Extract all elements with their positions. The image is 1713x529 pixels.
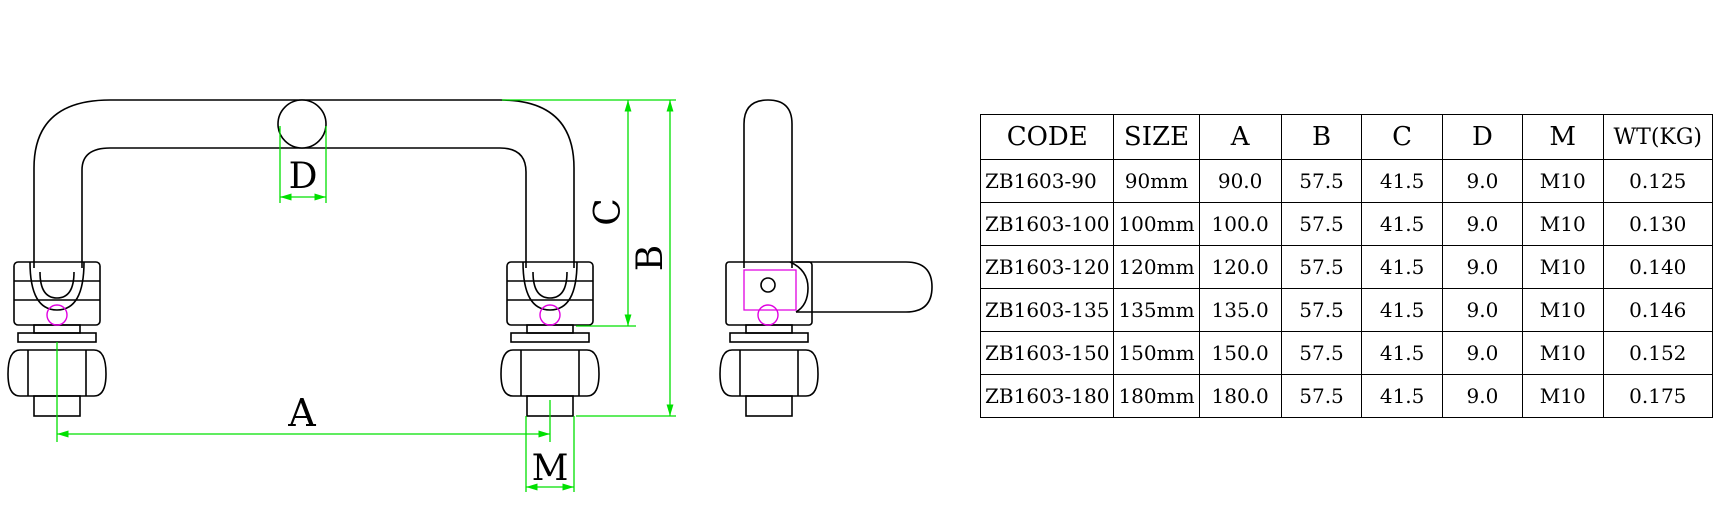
cell-m: M10 — [1521, 374, 1604, 418]
header-code: CODE — [979, 114, 1115, 160]
cell-c: 41.5 — [1361, 202, 1443, 246]
cell-c: 41.5 — [1361, 288, 1443, 332]
cell-d: 9.0 — [1441, 331, 1523, 375]
right-hidden-pin — [539, 304, 561, 326]
cell-m: M10 — [1521, 331, 1604, 375]
cell-size: 135mm — [1113, 288, 1200, 332]
cell-b: 57.5 — [1280, 374, 1363, 418]
cell-weight: 0.125 — [1602, 159, 1713, 203]
cell-size: 100mm — [1113, 202, 1200, 246]
side-view — [719, 99, 933, 417]
front-view — [7, 99, 600, 417]
bar-section-circle — [277, 99, 327, 149]
cell-b: 57.5 — [1280, 288, 1363, 332]
cell-b: 57.5 — [1280, 245, 1363, 289]
dimension-lines — [56, 99, 676, 492]
header-a: A — [1198, 114, 1282, 160]
cell-code: ZB1603-90 — [979, 159, 1115, 203]
cell-size: 150mm — [1113, 331, 1200, 375]
right-foot — [500, 261, 600, 417]
cell-size: 180mm — [1113, 374, 1200, 418]
header-m: M — [1521, 114, 1604, 160]
technical-drawing: D C B A M — [7, 99, 933, 492]
side-hidden-pin — [757, 304, 779, 326]
cell-m: M10 — [1521, 159, 1604, 203]
cell-a: 180.0 — [1198, 374, 1282, 418]
header-b: B — [1280, 114, 1363, 160]
cell-code: ZB1603-120 — [979, 245, 1115, 289]
left-hidden-pin — [46, 304, 68, 326]
cell-m: M10 — [1521, 245, 1604, 289]
cell-weight: 0.130 — [1602, 202, 1713, 246]
cell-c: 41.5 — [1361, 331, 1443, 375]
dim-label-c: C — [588, 198, 629, 226]
cell-c: 41.5 — [1361, 374, 1443, 418]
cell-a: 150.0 — [1198, 331, 1282, 375]
cell-c: 41.5 — [1361, 159, 1443, 203]
dim-label-a: A — [287, 391, 316, 435]
cell-d: 9.0 — [1441, 245, 1523, 289]
cell-c: 41.5 — [1361, 245, 1443, 289]
table-row: ZB1603-100 100mm 100.0 57.5 41.5 9.0 M10… — [979, 202, 1713, 246]
cell-weight: 0.175 — [1602, 374, 1713, 418]
side-hidden-outline — [743, 269, 797, 311]
cell-a: 100.0 — [1198, 202, 1282, 246]
cell-m: M10 — [1521, 202, 1604, 246]
table-row: ZB1603-120 120mm 120.0 57.5 41.5 9.0 M10… — [979, 245, 1713, 289]
cell-d: 9.0 — [1441, 159, 1523, 203]
cell-a: 90.0 — [1198, 159, 1282, 203]
cell-code: ZB1603-135 — [979, 288, 1115, 332]
dim-label-m: M — [532, 448, 569, 489]
cell-a: 120.0 — [1198, 245, 1282, 289]
table-header-row: CODE SIZE A B C D M WT(KG) — [979, 114, 1713, 160]
side-pivot-hole — [760, 277, 776, 293]
cell-a: 135.0 — [1198, 288, 1282, 332]
dim-label-d: D — [289, 156, 318, 197]
cell-size: 120mm — [1113, 245, 1200, 289]
table-row: ZB1603-180 180mm 180.0 57.5 41.5 9.0 M10… — [979, 374, 1713, 418]
side-block — [725, 261, 813, 326]
cell-d: 9.0 — [1441, 374, 1523, 418]
cell-b: 57.5 — [1280, 202, 1363, 246]
cell-code: ZB1603-180 — [979, 374, 1115, 418]
cell-code: ZB1603-100 — [979, 202, 1115, 246]
cell-size: 90mm — [1113, 159, 1200, 203]
cell-weight: 0.140 — [1602, 245, 1713, 289]
cell-d: 9.0 — [1441, 202, 1523, 246]
header-c: C — [1361, 114, 1443, 160]
cell-m: M10 — [1521, 288, 1604, 332]
cell-weight: 0.146 — [1602, 288, 1713, 332]
cell-weight: 0.152 — [1602, 331, 1713, 375]
cell-code: ZB1603-150 — [979, 331, 1115, 375]
header-d: D — [1441, 114, 1523, 160]
table-row: ZB1603-135 135mm 135.0 57.5 41.5 9.0 M10… — [979, 288, 1713, 332]
table-row: ZB1603-150 150mm 150.0 57.5 41.5 9.0 M10… — [979, 331, 1713, 375]
cell-b: 57.5 — [1280, 159, 1363, 203]
cell-b: 57.5 — [1280, 331, 1363, 375]
header-size: SIZE — [1113, 114, 1200, 160]
header-weight: WT(KG) — [1602, 114, 1713, 160]
cell-d: 9.0 — [1441, 288, 1523, 332]
side-lever — [796, 261, 933, 313]
table-row: ZB1603-90 90mm 90.0 57.5 41.5 9.0 M10 0.… — [979, 159, 1713, 203]
spec-table: CODE SIZE A B C D M WT(KG) ZB1603-90 90m… — [979, 114, 1713, 418]
dim-label-b: B — [630, 245, 671, 271]
side-nut — [719, 349, 819, 397]
side-bar — [743, 99, 793, 268]
